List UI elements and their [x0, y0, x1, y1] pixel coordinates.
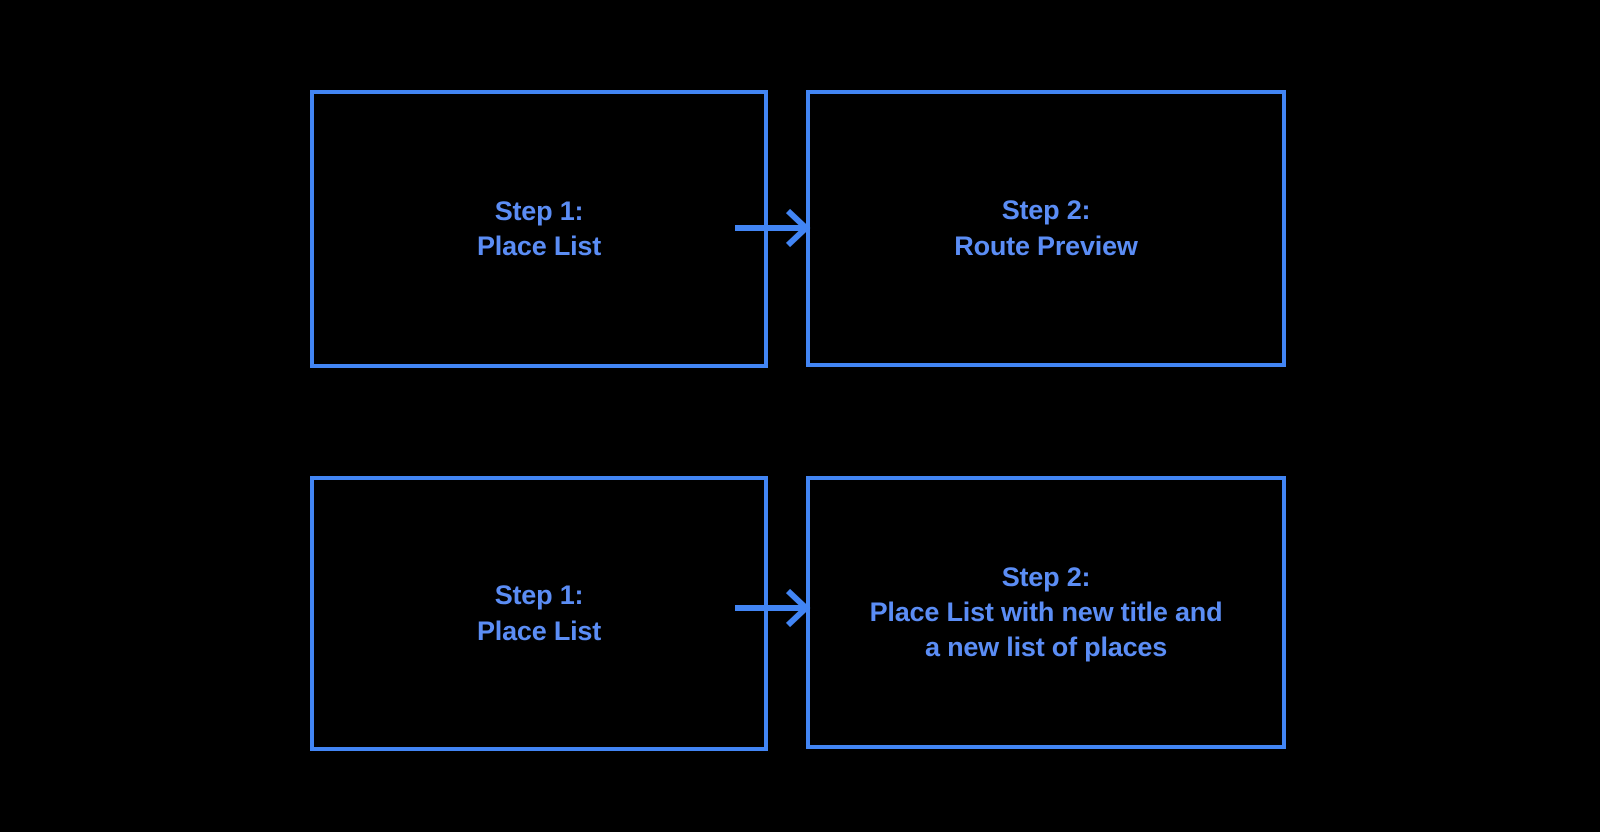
- arrow-right-glyph: [735, 588, 811, 628]
- arrow-right-icon: [733, 585, 811, 631]
- flow-box-step1-place-list[interactable]: Step 1: Place List: [310, 90, 768, 368]
- arrow-right-glyph: [735, 208, 811, 248]
- flow-box-label: Step 1: Place List: [476, 580, 602, 646]
- flow-box-label: Step 2: Place List with new title and a …: [869, 561, 1223, 663]
- flow-box-step2-route-preview[interactable]: Step 2: Route Preview: [806, 90, 1286, 367]
- flow-box-label: Step 2: Route Preview: [954, 195, 1138, 261]
- flow-box-step2-place-list-updated[interactable]: Step 2: Place List with new title and a …: [806, 476, 1286, 749]
- arrow-right-icon: [733, 205, 811, 251]
- flow-box-step1-place-list-2[interactable]: Step 1: Place List: [310, 476, 768, 751]
- flow-box-label: Step 1: Place List: [476, 195, 602, 261]
